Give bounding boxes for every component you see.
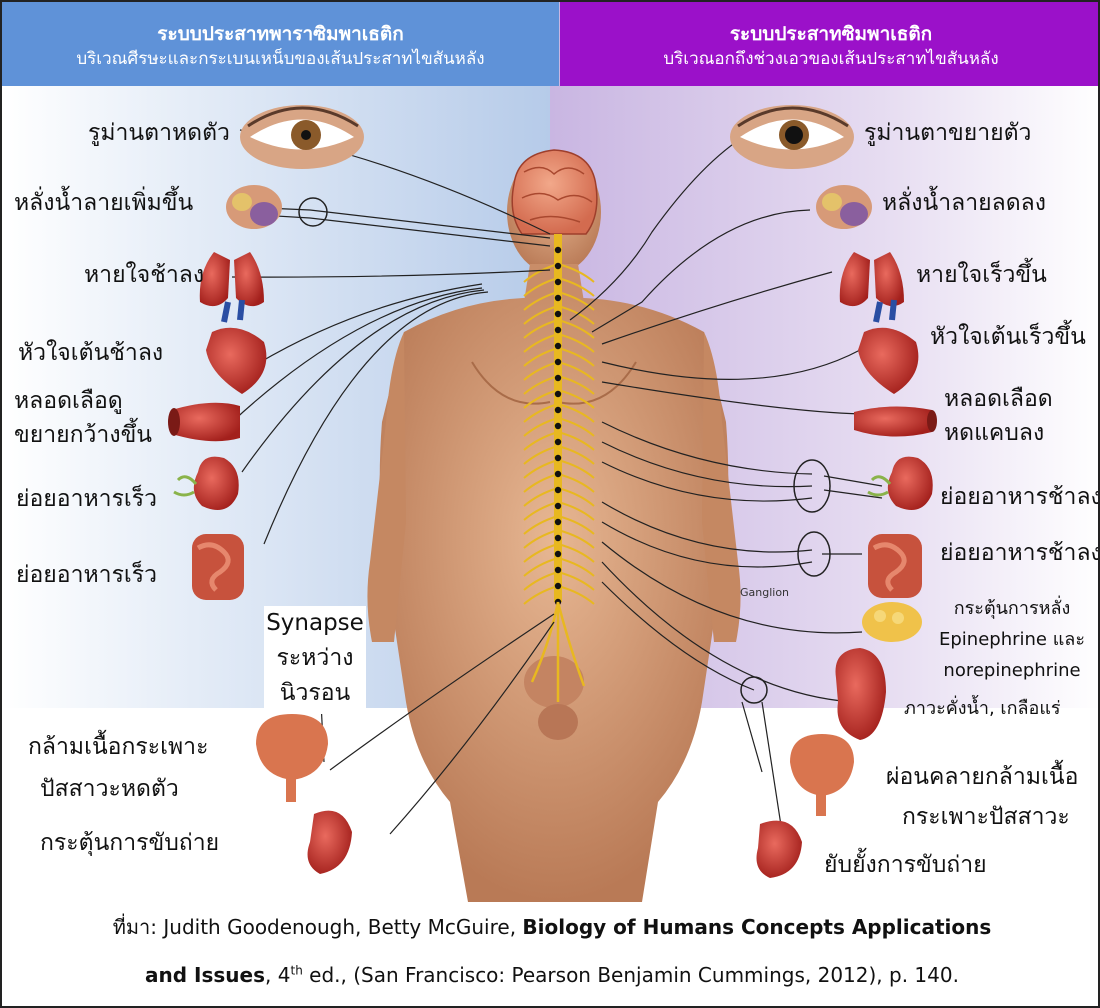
spinal-node: [555, 439, 561, 445]
spinal-node: [555, 503, 561, 509]
label-right-adrenal-3: norepinephrine: [932, 656, 1092, 686]
parasympathetic-subtitle: บริเวณศีรษะและกระเบนเหน็บของเส้นประสาทไข…: [2, 47, 559, 71]
label-left-saliva: หลั่งน้ำลายเพิ่มขึ้น: [14, 188, 193, 219]
citation-line-1: ที่มา: Judith Goodenough, Betty McGuire,…: [2, 912, 1100, 942]
left-salivary-illustration: [226, 185, 282, 229]
label-right-vessel-2: หดแคบลง: [944, 418, 1044, 449]
parasympathetic-title: ระบบประสาทพาราซิมพาเธติก: [2, 21, 559, 47]
label-left-pupil: รูม่านตาหดตัว: [88, 118, 230, 149]
citation-prefix: ที่มา: Judith Goodenough, Betty McGuire,: [113, 915, 523, 939]
label-left-vessel-2: ขยายกว้างขึ้น: [14, 420, 152, 451]
citation-book-title-2: and Issues: [145, 963, 265, 987]
citation: ที่มา: Judith Goodenough, Betty McGuire,…: [2, 912, 1100, 1008]
citation-publisher: ed., (San Francisco: Pearson Benjamin Cu…: [303, 963, 959, 987]
citation-book-title-1: Biology of Humans Concepts Applications: [522, 915, 991, 939]
right-rectum-illustration: [757, 821, 803, 878]
spinal-node: [555, 359, 561, 365]
spinal-node: [555, 535, 561, 541]
ganglion-label: Ganglion: [740, 586, 789, 599]
sympathetic-header: ระบบประสาทซิมพาเธติก บริเวณอกถึงช่วงเอวข…: [560, 2, 1100, 86]
synapse-callout: Synapse ระหว่าง นิวรอน: [264, 606, 366, 714]
label-right-kidney: ภาวะคั่งน้ำ, เกลือแร่: [904, 694, 1061, 724]
label-right-breath: หายใจเร็วขึ้น: [916, 260, 1047, 291]
spinal-node: [555, 487, 561, 493]
citation-edition-suffix: th: [290, 963, 302, 977]
synapse-line-2: ระหว่าง: [264, 641, 366, 676]
left-stomach-illustration: [174, 457, 239, 510]
spinal-node: [555, 551, 561, 557]
left-heart-illustration: [206, 300, 266, 394]
label-right-adrenal-2: Epinephrine และ: [932, 625, 1092, 655]
right-bladder-illustration: [790, 734, 854, 816]
left-intestine-illustration: [192, 534, 244, 600]
right-vessel-illustration: [854, 406, 937, 436]
label-right-bladder-2: กระเพาะปัสสาวะ: [902, 802, 1070, 833]
spinal-node: [555, 327, 561, 333]
spinal-node: [555, 295, 561, 301]
right-heart-illustration: [858, 300, 918, 394]
spinal-node: [555, 279, 561, 285]
right-stomach-illustration: [868, 457, 933, 510]
spinal-node: [555, 583, 561, 589]
right-eye-illustration: [730, 105, 854, 169]
left-bladder-illustration: [256, 714, 328, 802]
label-left-breath: หายใจช้าลง: [84, 260, 204, 291]
left-rectum-illustration: [308, 811, 352, 874]
spinal-node: [555, 407, 561, 413]
spinal-node: [555, 519, 561, 525]
spinal-node: [555, 263, 561, 269]
left-lungs-illustration: [200, 252, 264, 306]
label-right-saliva: หลั่งน้ำลายลดลง: [882, 188, 1046, 219]
citation-edition: , 4: [265, 963, 290, 987]
label-left-bladder-1: กล้ามเนื้อกระเพาะ: [28, 732, 208, 763]
label-right-vessel-1: หลอดเลือด: [944, 384, 1053, 415]
label-right-bladder-1: ผ่อนคลายกล้ามเนื้อ: [886, 762, 1078, 793]
sympathetic-title: ระบบประสาทซิมพาเธติก: [560, 21, 1100, 47]
label-left-heart: หัวใจเต้นช้าลง: [18, 338, 163, 369]
citation-line-2: and Issues, 4th ed., (San Francisco: Pea…: [2, 960, 1100, 990]
spinal-node: [555, 375, 561, 381]
label-right-digest-stomach: ย่อยอาหารช้าลง: [940, 482, 1100, 513]
parasympathetic-header: ระบบประสาทพาราซิมพาเธติก บริเวณศีรษะและก…: [2, 2, 559, 86]
spinal-node: [555, 423, 561, 429]
left-vessel-illustration: [168, 403, 240, 441]
label-left-vessel-1: หลอดเลือดู: [14, 386, 123, 417]
spinal-node: [555, 311, 561, 317]
label-right-defecate: ยับยั้งการขับถ่าย: [824, 850, 987, 881]
spinal-node: [555, 343, 561, 349]
label-right-digest-intestine: ย่อยอาหารช้าลง: [940, 538, 1100, 569]
synapse-line-3: นิวรอน: [264, 676, 366, 711]
label-right-heart: หัวใจเต้นเร็วขึ้น: [930, 322, 1086, 353]
sympathetic-subtitle: บริเวณอกถึงช่วงเอวของเส้นประสาทไขสันหลัง: [560, 47, 1100, 71]
label-left-digest-intestine: ย่อยอาหารเร็ว: [16, 560, 157, 591]
right-kidney-illustration: [836, 648, 887, 740]
right-intestine-illustration: [868, 534, 922, 598]
synapse-line-1: Synapse: [264, 606, 366, 641]
right-ganglia: [741, 460, 830, 703]
label-left-bladder-2: ปัสสาวะหดตัว: [40, 774, 179, 805]
left-eye-illustration: [240, 105, 364, 169]
label-right-adrenal-1: กระตุ้นการหลั่ง: [932, 594, 1092, 624]
label-left-defecate: กระตุ้นการขับถ่าย: [40, 828, 219, 859]
spinal-node: [555, 247, 561, 253]
spinal-node: [555, 391, 561, 397]
label-right-pupil: รูม่านตาขยายตัว: [864, 118, 1031, 149]
right-salivary-illustration: [816, 185, 872, 229]
spinal-node: [555, 471, 561, 477]
right-adrenal-illustration: [862, 602, 922, 642]
spinal-node: [555, 455, 561, 461]
spinal-node: [555, 567, 561, 573]
label-left-digest-stomach: ย่อยอาหารเร็ว: [16, 484, 157, 515]
right-lungs-illustration: [840, 252, 904, 306]
